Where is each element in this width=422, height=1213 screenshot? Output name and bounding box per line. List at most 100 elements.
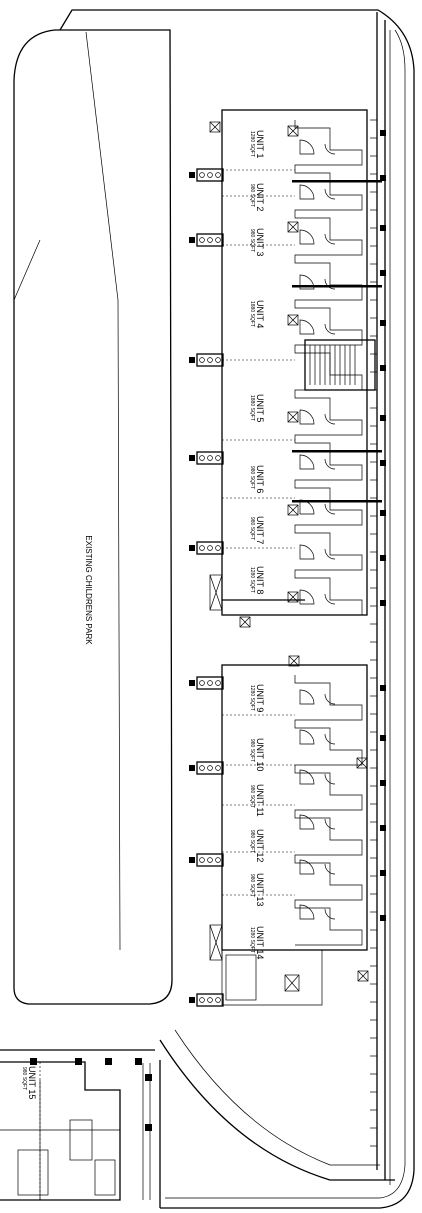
door-swing xyxy=(324,188,336,200)
meter-block xyxy=(189,172,195,178)
meter-block xyxy=(189,857,195,863)
door-swing xyxy=(299,814,315,830)
bin-enclosure-mark xyxy=(287,125,299,137)
mechanical-unit-fan xyxy=(207,357,213,363)
unit-6-label: UNIT 6 xyxy=(255,465,265,493)
unit-11-label: UNIT 11 xyxy=(255,784,265,817)
bin-enclosure xyxy=(356,757,368,769)
door-swing xyxy=(324,863,336,875)
bin-enclosure-mark xyxy=(287,411,299,423)
column-block xyxy=(380,130,386,136)
column-block xyxy=(380,870,386,876)
mechanical-unit-fan xyxy=(215,857,221,863)
mechanical-unit-fan xyxy=(215,997,221,1003)
bin-enclosure xyxy=(287,314,299,326)
mechanical-unit-fan xyxy=(199,357,205,363)
column-block xyxy=(380,600,386,606)
unit-7-area: 980 SQFT xyxy=(249,517,255,540)
door-swing xyxy=(299,544,315,560)
unit-12-area: 980 SQFT xyxy=(249,830,255,853)
door-swing xyxy=(324,233,336,245)
door-swing xyxy=(324,503,336,515)
meter-block xyxy=(189,545,195,551)
column-block xyxy=(380,225,386,231)
mechanical-unit xyxy=(196,676,224,690)
mechanical-unit xyxy=(196,761,224,775)
mechanical-unit-fan xyxy=(215,545,221,551)
bin-enclosure xyxy=(287,504,299,516)
column-block xyxy=(145,1124,152,1131)
door-swing xyxy=(324,693,336,705)
building-a-dividers xyxy=(222,169,295,549)
bin-enclosure xyxy=(287,411,299,423)
column-block xyxy=(380,735,386,741)
door-swing xyxy=(324,818,336,830)
unit-14-label: UNIT 14 xyxy=(255,926,265,959)
bin-enclosure-mark xyxy=(356,757,368,769)
mechanical-unit-fan xyxy=(207,455,213,461)
mechanical-unit xyxy=(196,168,224,182)
mechanical-unit-fan xyxy=(215,680,221,686)
column-block xyxy=(380,825,386,831)
column-block xyxy=(135,1058,142,1065)
door-swing xyxy=(299,454,315,470)
unit-1-area: 1280 SQFT xyxy=(249,131,255,157)
bin-enclosure-mark xyxy=(239,616,251,628)
column-block xyxy=(380,915,386,921)
unit-13-area: 980 SQFT xyxy=(249,874,255,897)
mechanical-unit-fan xyxy=(199,857,205,863)
unit-11-area: 980 SQFT xyxy=(249,785,255,808)
bin-enclosure xyxy=(357,970,369,982)
meter-block xyxy=(189,680,195,686)
unit-9-area: 1280 SQFT xyxy=(249,685,255,711)
architectural-fixtures xyxy=(30,119,386,1147)
bin-enclosure xyxy=(239,616,251,628)
unit-1-label: UNIT 1 xyxy=(255,130,265,158)
unit-15-label: UNIT 15 xyxy=(27,1066,37,1099)
meter-block xyxy=(189,455,195,461)
column-block xyxy=(145,1074,152,1081)
existing-childrens-park: EXISTING CHILDRENS PARK xyxy=(13,29,173,1005)
mechanical-unit xyxy=(196,233,224,247)
bin-enclosure-mark xyxy=(287,221,299,233)
unit-13-label: UNIT 13 xyxy=(255,873,265,906)
interior-wall xyxy=(292,285,382,288)
unit-6-area: 980 SQFT xyxy=(249,466,255,489)
unit-8-area: 1280 SQFT xyxy=(249,567,255,593)
mechanical-unit-fan xyxy=(215,357,221,363)
unit-10-area: 980 SQFT xyxy=(249,739,255,762)
door-swing xyxy=(324,143,336,155)
door-swing xyxy=(299,184,315,200)
building-b xyxy=(209,664,368,1006)
bin-enclosure xyxy=(287,221,299,233)
door-swing xyxy=(299,409,315,425)
unit-10-label: UNIT 10 xyxy=(255,738,265,771)
door-swing xyxy=(299,859,315,875)
door-swing xyxy=(299,319,315,335)
column-block xyxy=(380,460,386,466)
rear-wall-profile xyxy=(294,675,363,946)
mechanical-unit-fan xyxy=(199,545,205,551)
unit-4-area: 1880 SQFT xyxy=(249,301,255,327)
unit-7-label: UNIT 7 xyxy=(255,516,265,544)
unit-labels: UNIT 1 1280 SQFT UNIT 2 980 SQFT UNIT 3 … xyxy=(21,130,265,1099)
bin-enclosure xyxy=(287,125,299,137)
door-swing xyxy=(299,589,315,605)
mechanical-unit-fan xyxy=(199,455,205,461)
unit-2-label: UNIT 2 xyxy=(255,183,265,211)
door-swing xyxy=(324,548,336,560)
door-swing xyxy=(299,904,315,920)
building-a xyxy=(209,109,368,616)
mechanical-unit-fan xyxy=(199,680,205,686)
mechanical-unit-fan xyxy=(215,237,221,243)
building-c xyxy=(0,1049,155,1201)
mechanical-unit-fan xyxy=(207,680,213,686)
bin-enclosure-mark xyxy=(288,655,300,667)
door-swing xyxy=(324,733,336,745)
interior-wall xyxy=(292,450,382,453)
door-swing xyxy=(299,229,315,245)
mechanical-unit-fan xyxy=(215,172,221,178)
column-block xyxy=(380,780,386,786)
mechanical-unit-fan xyxy=(215,765,221,771)
mechanical-unit-fan xyxy=(199,237,205,243)
